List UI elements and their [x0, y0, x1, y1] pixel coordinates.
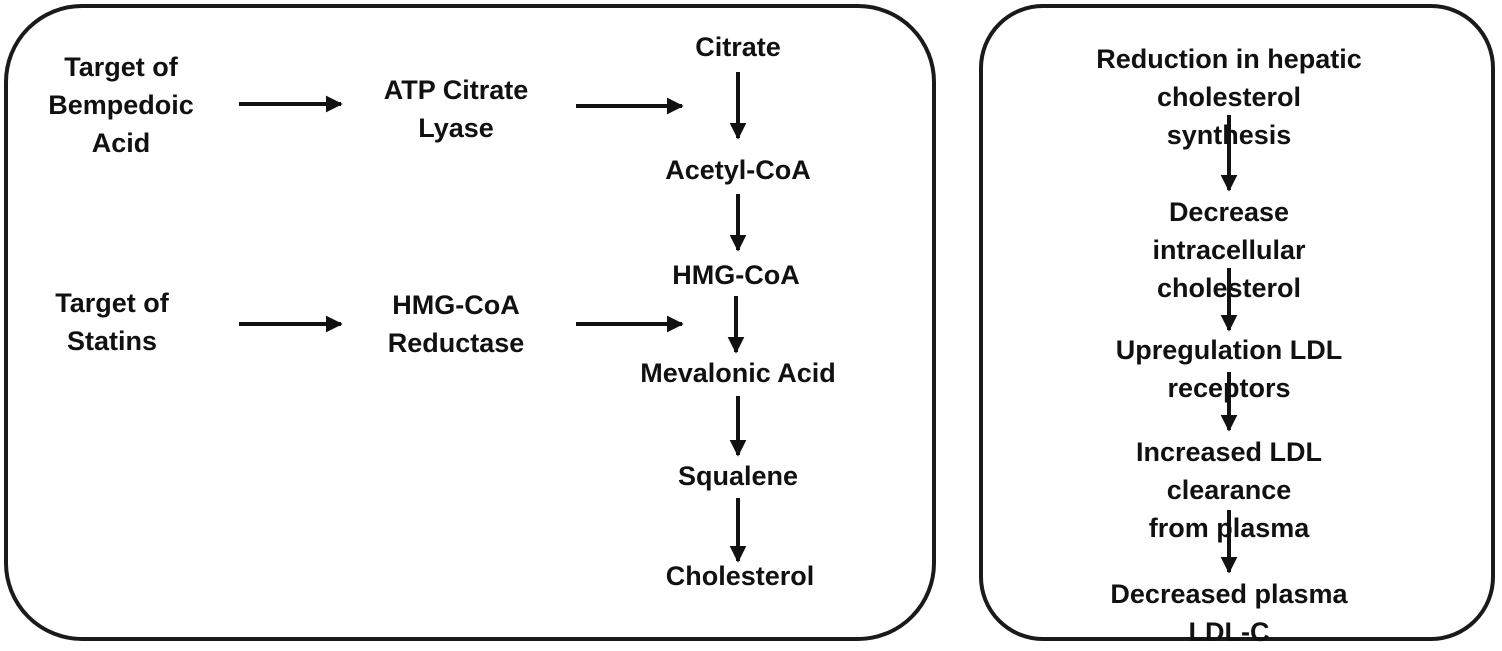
decreased-plasma-ldl-label: Decreased plasma LDL-C: [1110, 579, 1348, 647]
hmg-coa-reductase-label: HMG-CoA Reductase: [387, 290, 525, 358]
citrate-label: Citrate: [695, 32, 781, 62]
squalene-label: Squalene: [677, 461, 799, 491]
bempedoic-acid-target-label: Target of Bempedoic Acid: [48, 52, 194, 158]
hmg-coa-label: HMG-CoA: [672, 260, 800, 290]
ldl-receptor-upregulation-label: Upregulation LDL receptors: [1115, 335, 1343, 403]
acetyl-coa-label: Acetyl-CoA: [665, 155, 811, 185]
reduced-synthesis-label: Reduction in hepatic cholesterol synthes…: [1096, 44, 1362, 150]
decreased-intracellular-cholesterol-label: Decrease intracellular cholesterol: [1152, 197, 1306, 303]
mevalonic-acid-label: Mevalonic Acid: [640, 358, 836, 388]
pathway-panel: [4, 4, 936, 641]
atp-citrate-lyase-label: ATP Citrate Lyase: [383, 75, 529, 143]
cholesterol-label: Cholesterol: [665, 561, 815, 591]
ldl-clearance-label: Increased LDL clearance from plasma: [1135, 437, 1323, 543]
statins-target-label: Target of Statins: [55, 288, 169, 356]
